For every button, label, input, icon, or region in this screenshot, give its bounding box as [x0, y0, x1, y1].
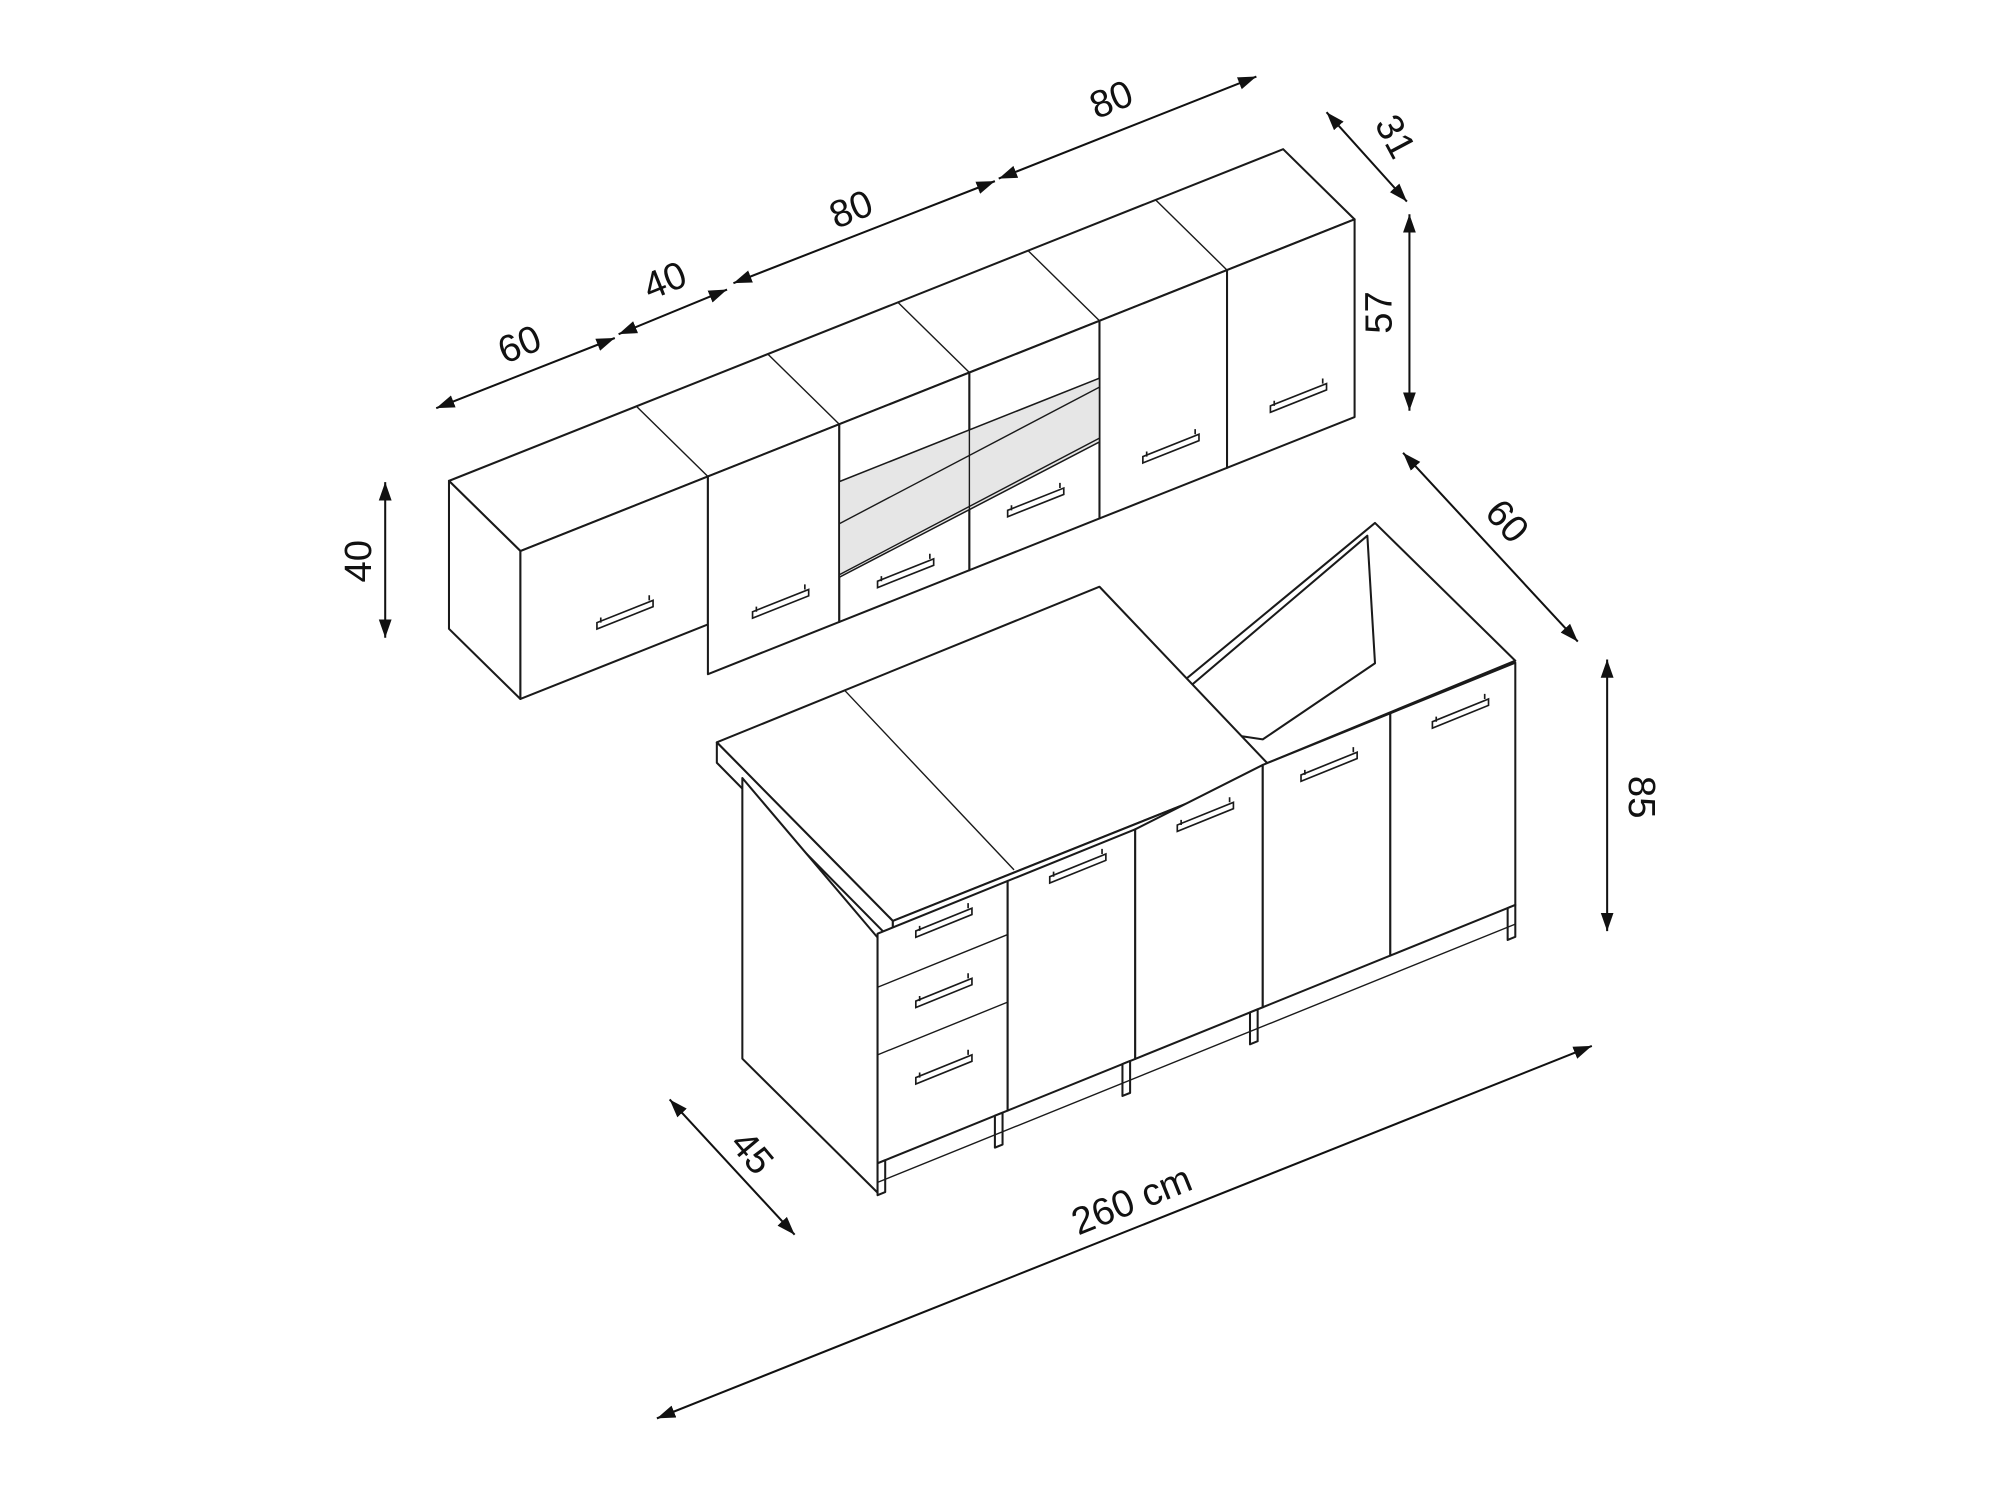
- leg: [876, 1159, 887, 1197]
- handle: [876, 553, 935, 589]
- upper-cabinet-front: [1226, 218, 1356, 469]
- top-seam: [767, 353, 840, 425]
- label-upper-width-60: 60: [492, 317, 548, 373]
- dim-upper-80a: [733, 180, 996, 285]
- label-upper-height-57: 57: [1357, 291, 1400, 334]
- dim-total-260: [656, 1044, 1593, 1420]
- label-upper-depth-31: 31: [1366, 108, 1424, 166]
- label-countertop-depth-45: 45: [722, 1123, 782, 1183]
- handle: [1269, 378, 1328, 414]
- top-seam: [897, 301, 970, 374]
- leg: [1248, 1008, 1259, 1046]
- label-base-height-85: 85: [1620, 776, 1663, 819]
- label-upper-left-height-40: 40: [337, 540, 380, 583]
- leg: [1121, 1059, 1132, 1097]
- top-seam: [1027, 250, 1100, 322]
- label-total-width-260: 260 cm: [1066, 1157, 1198, 1244]
- top-seam: [1155, 199, 1228, 271]
- dim-upper-31: [1325, 111, 1408, 203]
- handle: [1300, 747, 1358, 783]
- handle: [1142, 429, 1200, 465]
- handle: [1176, 797, 1235, 833]
- dim-upper-80b: [998, 75, 1257, 180]
- upper-cabinets: [447, 148, 1356, 700]
- base-cabinet-front: [1389, 661, 1517, 957]
- dim-countertop-45: [668, 1098, 796, 1236]
- dimension-lines: [378, 75, 1614, 1420]
- handle: [751, 584, 810, 620]
- countertop-seam: [843, 689, 1015, 871]
- top-seam: [635, 405, 709, 477]
- handle: [596, 595, 654, 631]
- drawer-top: [838, 437, 1100, 576]
- leg: [1506, 903, 1517, 941]
- dim-upper-40: [618, 288, 728, 336]
- handle: [1048, 848, 1107, 885]
- label-upper-width-40: 40: [637, 253, 693, 309]
- handle: [1431, 693, 1490, 730]
- dim-base-60: [1402, 452, 1579, 643]
- handle: [914, 903, 973, 939]
- label-upper-width-80b: 80: [1084, 72, 1140, 128]
- leg: [993, 1111, 1004, 1149]
- base-cabinet-front: [1261, 712, 1392, 1009]
- shelf: [838, 386, 1100, 525]
- dim-upper-60: [435, 337, 616, 410]
- handle: [914, 973, 973, 1009]
- drawer-divider: [877, 933, 1008, 988]
- handle: [1006, 482, 1065, 518]
